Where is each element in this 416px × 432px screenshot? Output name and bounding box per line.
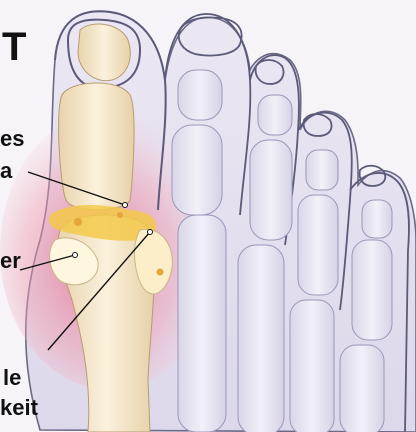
title-fragment: T [2,26,26,68]
pointer-dot-1 [123,203,128,208]
label-2: er [0,249,21,272]
pointer-dot-2 [73,253,78,258]
label-3-line-2: keit [0,396,38,419]
label-3-line-1: le [3,366,21,389]
label-1-line-2: a [0,159,12,182]
pointer-dot-3 [148,230,153,235]
label-1-line-1: es [0,127,24,150]
